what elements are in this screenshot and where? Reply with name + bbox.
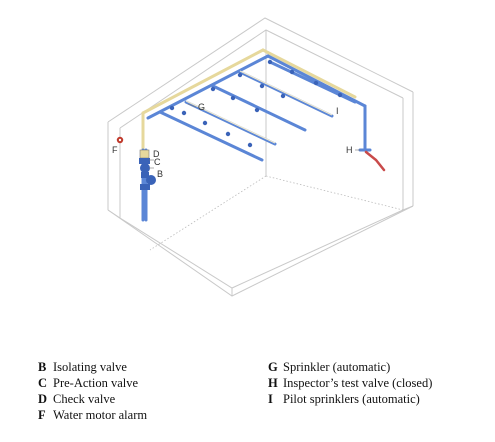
sprinkler-system-diagram: B C D F G H I (107, 17, 414, 297)
callout-f: F (112, 145, 118, 155)
callout-h: H (346, 145, 353, 155)
legend-key: H (268, 376, 278, 390)
legend-label: Pre-Action valve (53, 376, 139, 390)
legend-key: B (38, 360, 47, 374)
valve-assembly (139, 149, 156, 190)
pale-pipe-highlights (185, 70, 333, 144)
legend-label: Isolating valve (53, 360, 127, 374)
legend-key: I (268, 392, 273, 406)
legend-item: D Check valve (38, 391, 147, 407)
legend-left-column: B Isolating valve C Pre-Action valve D C… (38, 359, 147, 423)
legend-label: Inspector’s test valve (closed) (283, 376, 433, 390)
callout-leaders (149, 103, 360, 169)
legend-key: F (38, 408, 46, 422)
legend-label: Sprinkler (automatic) (283, 360, 391, 374)
legend-key: C (38, 376, 48, 390)
legend-item: F Water motor alarm (38, 407, 147, 423)
legend-label: Water motor alarm (53, 408, 148, 422)
sprinkler-heads (169, 59, 343, 148)
inspector-test-pipe (364, 150, 386, 172)
legend-key: G (268, 360, 278, 374)
water-motor-alarm-icon (116, 136, 124, 144)
callout-d: D (153, 149, 160, 159)
callout-g: G (198, 102, 205, 112)
legend-label: Check valve (53, 392, 116, 406)
legend-item: G Sprinkler (automatic) (268, 359, 432, 375)
callout-b: B (157, 169, 163, 179)
legend-item: I Pilot sprinklers (automatic) (268, 391, 432, 407)
legend-item: C Pre-Action valve (38, 375, 147, 391)
legend-key: D (38, 392, 48, 406)
floor-reference-lines (149, 175, 404, 251)
legend-right-column: G Sprinkler (automatic) H Inspector’s te… (268, 359, 432, 407)
callout-i: I (336, 106, 339, 116)
callout-c: C (154, 157, 161, 167)
room-outline (107, 17, 414, 297)
blue-branch-pipes (141, 54, 372, 222)
legend-item: B Isolating valve (38, 359, 147, 375)
legend-item: H Inspector’s test valve (closed) (268, 375, 432, 391)
legend-label: Pilot sprinklers (automatic) (283, 392, 420, 406)
yellow-supply-pipes (141, 48, 357, 152)
